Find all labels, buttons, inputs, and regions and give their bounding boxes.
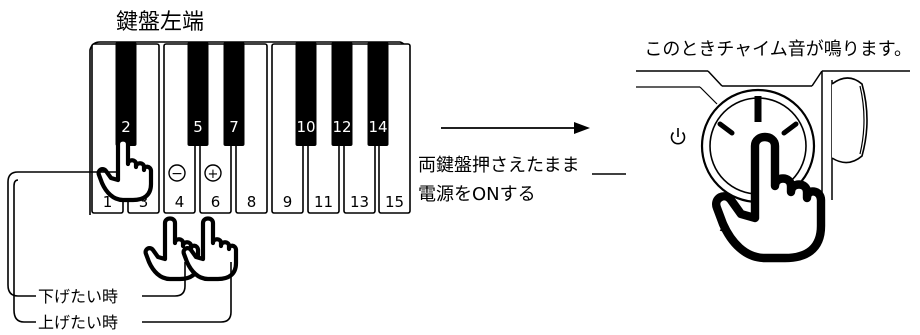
white-key-label: 13	[350, 193, 369, 211]
black-key-2[interactable]	[115, 42, 137, 146]
black-key-10[interactable]	[295, 42, 317, 146]
black-key-label: 7	[229, 118, 239, 136]
black-key-label: 2	[121, 118, 131, 136]
increase-label: 上げたい時	[38, 313, 118, 332]
white-key-label: 3	[139, 193, 149, 211]
plus-circle-icon: +	[204, 164, 222, 182]
black-key-label: 12	[332, 118, 351, 136]
black-key-label: 14	[368, 118, 387, 136]
black-key-12[interactable]	[331, 42, 353, 146]
decrease-connector	[142, 262, 186, 297]
keyboard-title: 鍵盤左端	[116, 10, 204, 35]
black-key-label: 5	[193, 118, 203, 136]
black-key-7[interactable]	[223, 42, 245, 146]
minus-symbol: −	[171, 166, 183, 182]
hand-pointer-icon	[184, 219, 236, 280]
increase-connector	[142, 262, 232, 323]
chime-caption: このときチャイム音が鳴ります。	[644, 39, 912, 60]
white-key-label: 9	[283, 193, 293, 211]
decrease-label: 下げたい時	[38, 287, 118, 306]
minus-circle-icon: −	[168, 164, 186, 182]
instruction-line2: 電源をONする	[418, 184, 536, 205]
power-icon	[670, 128, 686, 145]
plus-symbol: +	[208, 167, 219, 182]
increase-bracket-line	[13, 179, 36, 323]
black-key-5[interactable]	[187, 42, 209, 146]
black-key-label: 10	[296, 118, 315, 136]
white-key-label: 1	[103, 193, 113, 211]
instruction-line1: 両鍵盤押さえたまま	[418, 155, 579, 176]
black-keys: 2 5 7 10 12 14	[115, 42, 389, 146]
power-switch-panel	[636, 70, 910, 237]
arrow-right-icon	[441, 122, 590, 134]
black-key-14[interactable]	[367, 42, 389, 146]
white-key-label: 8	[247, 193, 257, 211]
white-key-label: 11	[314, 193, 333, 211]
white-key-label: 6	[211, 193, 221, 211]
white-key-label: 4	[175, 193, 185, 211]
white-key-label: 15	[385, 193, 404, 211]
